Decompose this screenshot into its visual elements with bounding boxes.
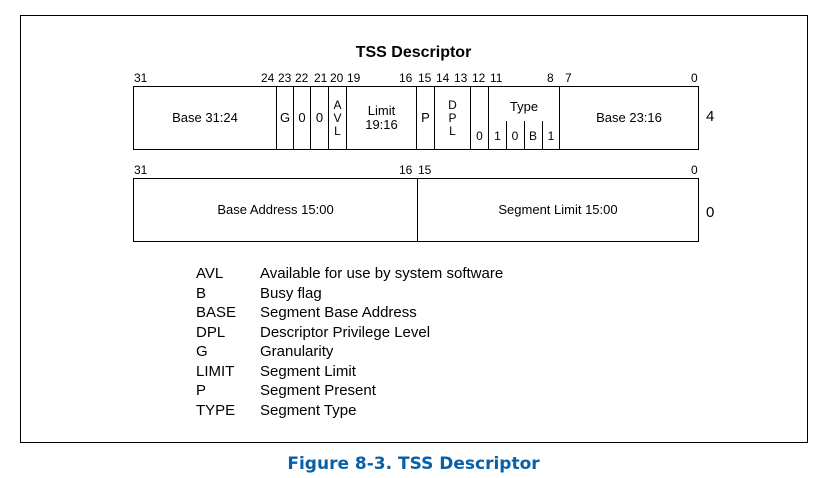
field-zero-22-label: 0 — [298, 110, 306, 125]
field-limit-line2: 19:16 — [365, 117, 398, 132]
field-zero-21: 0 — [310, 87, 328, 149]
legend-desc: Segment Limit — [260, 362, 356, 380]
field-dpl-d: D — [448, 98, 457, 112]
lower-word-row: Base Address 15:00 Segment Limit 15:00 — [133, 178, 699, 242]
bit-label-15: 15 — [418, 71, 432, 85]
field-avl-a: A — [333, 98, 342, 112]
bit-label-14: 14 — [436, 71, 450, 85]
field-type: Type 1 0 B 1 — [488, 87, 559, 149]
field-base-31-24-label: Base 31:24 — [172, 110, 238, 125]
bit-label-21: 21 — [314, 71, 328, 85]
legend-desc: Granularity — [260, 343, 334, 360]
field-base-23-16: Base 23:16 — [559, 87, 698, 149]
field-avl: A V L — [328, 87, 346, 149]
field-p: P — [416, 87, 434, 149]
field-dpl: D P L — [434, 87, 470, 149]
legend-desc: Busy flag — [260, 284, 322, 302]
bit-label-0: 0 — [691, 71, 698, 85]
bit-label-22: 22 — [295, 71, 309, 85]
diagram-frame — [20, 15, 808, 443]
diagram-title: TSS Descriptor — [355, 44, 472, 61]
legend-abbr: BASE — [196, 304, 237, 321]
legend-abbr: DPL — [196, 323, 226, 341]
bit-label-24: 24 — [261, 71, 275, 85]
legend-abbr: G — [196, 343, 208, 360]
legend-item: LIMIT Segment Limit — [196, 362, 503, 382]
field-zero-12: 0 — [470, 87, 488, 149]
bit-label-20: 20 — [330, 71, 344, 85]
bit-label-13: 13 — [454, 71, 468, 85]
bit-label-31: 31 — [134, 71, 148, 85]
field-segment-limit-label: Segment Limit 15:00 — [498, 202, 618, 217]
bit-label-7: 7 — [565, 71, 572, 85]
lower-bit-label-15: 15 — [418, 163, 432, 177]
legend-abbr: TYPE — [196, 401, 236, 419]
lower-bit-label-31: 31 — [134, 163, 148, 177]
type-bit-8 — [542, 121, 560, 149]
field-base-23-16-label: Base 23:16 — [596, 110, 662, 125]
field-type-label: Type — [509, 99, 539, 114]
legend-abbr: LIMIT — [196, 362, 235, 380]
figure-caption: Figure 8-3. TSS Descriptor — [287, 454, 540, 474]
field-limit-19-16: Limit 19:16 — [346, 87, 416, 149]
type-bit-9-value: B — [528, 129, 537, 143]
type-bit-8-value: 1 — [547, 129, 555, 143]
legend-desc: Descriptor Privilege Level — [260, 323, 431, 341]
legend-item: DPL Descriptor Privilege Level — [196, 323, 503, 343]
field-dpl-l: L — [449, 124, 456, 138]
bit-label-12: 12 — [472, 71, 486, 85]
legend-desc: Segment Type — [260, 401, 357, 419]
legend-abbr: AVL — [196, 265, 224, 282]
type-bit-10 — [506, 121, 524, 149]
type-bit-9 — [524, 121, 542, 149]
field-limit-line1: Limit — [367, 103, 396, 118]
legend-desc: Segment Present — [260, 382, 376, 399]
field-zero-12-label: 0 — [476, 129, 483, 143]
bit-label-23: 23 — [278, 71, 292, 85]
legend-desc: Segment Base Address — [260, 304, 417, 321]
lower-bit-label-16: 16 — [399, 163, 413, 177]
legend-desc: Available for use by system software — [260, 265, 504, 282]
field-g-label: G — [279, 110, 291, 125]
legend-item: BASE Segment Base Address — [196, 303, 503, 323]
field-segment-limit-15-00: Segment Limit 15:00 — [417, 179, 698, 241]
field-base-31-24: Base 31:24 — [134, 87, 276, 149]
field-p-label: P — [421, 110, 430, 125]
legend-item: G Granularity — [196, 342, 503, 362]
legend-item: P Segment Present — [196, 381, 503, 401]
field-base-address-15-00: Base Address 15:00 — [134, 179, 417, 241]
field-avl-l: L — [334, 124, 341, 138]
legend-abbr: P — [196, 382, 207, 399]
type-bit-10-value: 0 — [511, 129, 519, 143]
upper-word-offset: 4 — [706, 108, 715, 125]
field-dpl-p: P — [448, 111, 457, 125]
lower-word-offset: 0 — [706, 204, 715, 221]
lower-bit-label-0: 0 — [691, 163, 698, 177]
legend-abbr: B — [196, 284, 207, 302]
type-bit-11-value: 1 — [494, 129, 501, 143]
field-zero-22: 0 — [293, 87, 310, 149]
legend-item: TYPE Segment Type — [196, 401, 503, 421]
bit-label-11: 11 — [490, 71, 503, 85]
field-zero-21-label: 0 — [315, 110, 324, 125]
field-limit-label: Limit 19:16 — [347, 104, 416, 132]
bit-label-19: 19 — [347, 71, 361, 85]
bit-label-8: 8 — [547, 71, 554, 85]
field-base-address-label: Base Address 15:00 — [217, 202, 334, 217]
bit-label-16: 16 — [399, 71, 413, 85]
field-avl-v: V — [333, 111, 342, 125]
field-g: G — [276, 87, 293, 149]
legend-item: AVL Available for use by system software — [196, 264, 503, 284]
legend-item: B Busy flag — [196, 284, 503, 304]
upper-word-row: Base 31:24 G 0 0 A V L Limit 19:16 P D P… — [133, 86, 699, 150]
